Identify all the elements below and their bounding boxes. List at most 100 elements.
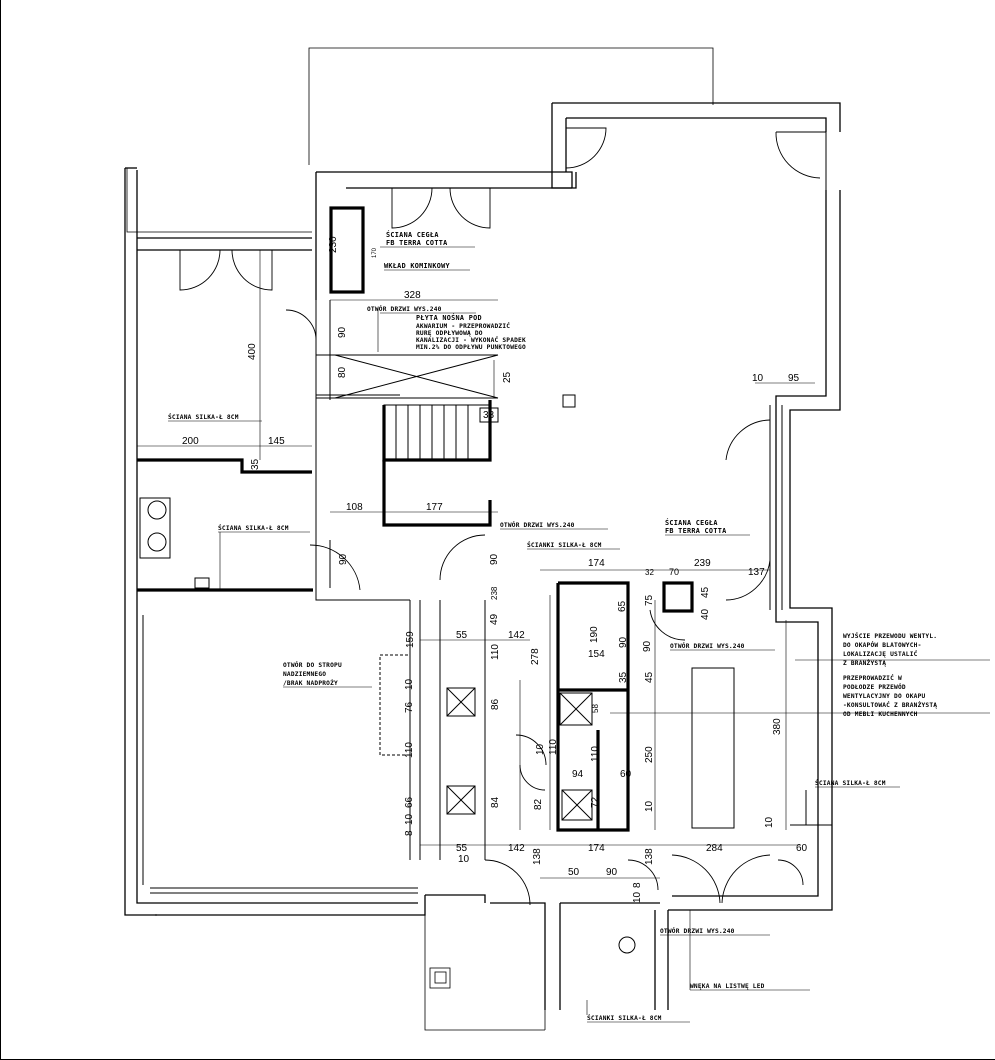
dim-90c: 90	[489, 553, 500, 565]
note-sciana-cegla-top-2: FB TERRA COTTA	[386, 239, 448, 247]
note-otwor-240-right: OTWÓR DRZWI WYS.240	[670, 641, 745, 650]
note-plyta-2: AKWARIUM - PRZEPROWADZIĆ	[416, 321, 510, 330]
note-przeprowadzic-5: OD MEBLI KUCHENNYCH	[843, 711, 918, 718]
note-plyta-3: RURĘ ODPŁYWOWĄ DO	[416, 329, 483, 337]
dim-45b: 45	[644, 671, 655, 683]
dim-137: 137	[748, 567, 765, 578]
dim-400: 400	[247, 343, 258, 360]
dim-32: 32	[645, 568, 654, 577]
note-silka-mid: ŚCIANA SILKA-Ł 8CM	[218, 523, 289, 532]
dim-239: 239	[694, 558, 711, 569]
dim-380: 380	[772, 718, 783, 735]
dim-76: 76	[404, 701, 415, 713]
dim-278: 278	[530, 648, 541, 665]
dim-84: 84	[490, 796, 501, 808]
dim-250: 250	[644, 746, 655, 763]
dim-95: 95	[788, 373, 800, 384]
dim-142a: 142	[508, 630, 525, 641]
dim-25: 25	[502, 371, 513, 383]
dim-58: 58	[591, 704, 600, 713]
dim-8b: 8	[632, 882, 643, 888]
leader-lines	[168, 246, 900, 1023]
dim-94: 94	[572, 769, 584, 780]
dim-108: 108	[346, 502, 363, 513]
dim-142b: 142	[508, 843, 525, 854]
note-plyta-5: MIN.2% DO ODPŁYWU PUNKTOWEGO	[416, 344, 526, 351]
dim-10b: 10	[404, 678, 415, 690]
note-sciana-cegla-right-2: FB TERRA COTTA	[665, 527, 727, 535]
dim-138a: 138	[532, 848, 543, 865]
partitions	[139, 131, 832, 954]
dim-10c: 10	[404, 813, 415, 825]
dim-174b: 174	[588, 843, 605, 854]
dim-145: 145	[268, 436, 285, 447]
note-przeprowadzic-3: WENTYLACYJNY DO OKAPU	[843, 693, 926, 700]
dim-90b: 90	[338, 553, 349, 565]
dim-75: 75	[644, 594, 655, 606]
dim-328: 328	[404, 290, 421, 301]
note-silka-left: ŚCIANA SILKA-Ł 8CM	[168, 412, 239, 421]
note-wyjscie-2: DO OKAPÓW BLATOWYCH-	[843, 640, 922, 649]
dim-86: 86	[490, 698, 501, 710]
note-sciana-cegla-right-1: ŚCIANA CEGŁA	[665, 518, 718, 527]
dim-159: 159	[405, 631, 416, 648]
dim-90d: 90	[618, 636, 629, 648]
note-wyjscie-4: Z BRANŻYSTĄ	[843, 658, 886, 667]
dim-82: 82	[533, 798, 544, 810]
note-wyjscie-3: LOKALIZACJĘ USTALIĆ	[843, 649, 918, 658]
dim-35b: 35	[618, 671, 629, 683]
dim-35: 35	[250, 458, 261, 470]
dim-33: 33	[483, 410, 495, 421]
frame-left-edge	[0, 0, 1, 1060]
note-otwor-240-bottom: OTWÓR DRZWI WYS.240	[660, 926, 735, 935]
interior-walls	[137, 206, 694, 832]
dim-72: 72	[590, 796, 601, 808]
dim-80: 80	[337, 366, 348, 378]
dim-170: 170	[372, 247, 378, 258]
dim-174a: 174	[588, 558, 605, 569]
dimension-lines	[137, 250, 990, 1015]
note-silka-right: ŚCIANA SILKA-Ł 8CM	[815, 778, 886, 787]
note-przeprowadzic-4: -KONSULTOWAĆ Z BRANŻYSTĄ	[843, 700, 937, 709]
dim-55b: 55	[456, 843, 468, 854]
dim-10d: 10	[644, 800, 655, 812]
dim-90f: 90	[642, 640, 653, 652]
dim-49: 49	[489, 613, 500, 625]
note-plyta-4: KANALIZACJI - WYKONAĆ SPADEK	[416, 335, 526, 344]
dim-200: 200	[182, 436, 199, 447]
dim-66: 66	[404, 796, 415, 808]
note-otwor-240-mid: OTWÓR DRZWI WYS.240	[500, 520, 575, 529]
dim-55a: 55	[456, 630, 468, 641]
exterior-walls	[124, 102, 841, 1010]
note-wyjscie-1: WYJŚCIE PRZEWODU WENTYL.	[843, 631, 937, 640]
dim-110c: 110	[590, 746, 601, 762]
dim-230: 230	[328, 236, 339, 253]
note-przeprowadzic-1: PRZEPROWADZIĆ W	[843, 673, 902, 682]
note-scianki-silka: ŚCIANKI SILKA-Ł 8CM	[527, 540, 602, 549]
note-otwor-strop-1: OTWÓR DO STROPU	[283, 660, 342, 669]
dim-60b: 60	[796, 843, 808, 854]
terrace-outlines	[126, 47, 714, 1031]
doors	[179, 127, 821, 906]
note-przeprowadzic-2: PODŁODZE PRZEWÓD	[843, 682, 906, 691]
dim-10a: 10	[752, 373, 764, 384]
dim-284: 284	[706, 843, 723, 854]
note-otwor-240-top: OTWÓR DRZWI WYS.240	[367, 304, 442, 313]
dim-110a: 110	[490, 644, 501, 660]
dim-110b: 110	[404, 742, 415, 758]
dimension-texts: 230 170 328 90 400 80 25 33 200 145 35 1…	[182, 236, 808, 903]
dim-10g: 10	[458, 854, 470, 865]
note-otwor-strop-2: NADZIEMNEGO	[283, 671, 326, 678]
note-wneka: WNĘKA NA LISTWĘ LED	[690, 983, 765, 990]
dim-50: 50	[568, 867, 580, 878]
dim-10f: 10	[764, 816, 775, 828]
dim-238: 238	[490, 586, 499, 600]
dim-65: 65	[617, 600, 628, 612]
note-scianki-bottom: ŚCIANKI SILKA-Ł 8CM	[587, 1013, 662, 1022]
dim-190: 190	[589, 626, 600, 643]
dim-40: 40	[700, 608, 711, 620]
note-otwor-strop-3: /BRAK NADPROŻY	[283, 678, 338, 687]
dim-138b: 138	[644, 848, 655, 865]
dim-10h: 10	[632, 891, 643, 903]
